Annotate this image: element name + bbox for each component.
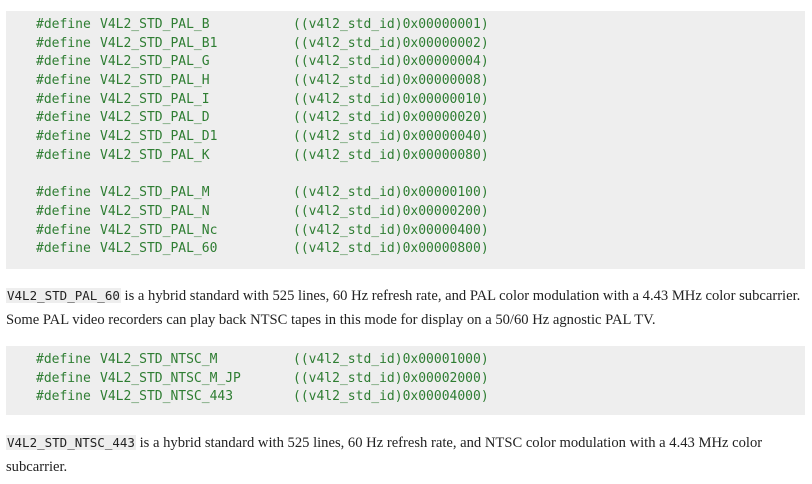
macro-name: V4L2_STD_NTSC_M_JP: [100, 370, 241, 386]
inline-code-pal-60: V4L2_STD_PAL_60: [6, 288, 121, 303]
pal-60-description: V4L2_STD_PAL_60 is a hybrid standard wit…: [6, 284, 806, 332]
define-keyword: #define: [36, 389, 91, 405]
define-keyword: #define: [36, 203, 91, 219]
define-keyword: #define: [36, 35, 91, 51]
macro-name: V4L2_STD_NTSC_443: [100, 389, 234, 405]
code-line: #define V4L2_STD_PAL_D1 ((v4l2_std_id)0x00…: [6, 128, 805, 147]
macro-value: ((v4l2_std_id)0x00000100): [293, 185, 489, 201]
pal-60-description-text: is a hybrid standard with 525 lines, 60 …: [6, 288, 801, 328]
code-line: #define V4L2_STD_PAL_N ((v4l2_std_id)0x000…: [6, 203, 805, 222]
macro-value: ((v4l2_std_id)0x00000400): [293, 222, 489, 238]
code-line: #define V4L2_STD_NTSC_443 ((v4l2_std_id)0x…: [6, 388, 805, 407]
macro-value: ((v4l2_std_id)0x00000002): [293, 35, 489, 51]
macro-name: V4L2_STD_PAL_D1: [100, 129, 218, 145]
define-keyword: #define: [36, 17, 91, 32]
define-keyword: #define: [36, 185, 91, 201]
code-line: #define V4L2_STD_PAL_I ((v4l2_std_id)0x000…: [6, 91, 805, 110]
code-block-pal: #define V4L2_STD_PAL_B ((v4l2_std_id)0x000…: [6, 11, 805, 269]
code-line: #define V4L2_STD_PAL_B ((v4l2_std_id)0x000…: [6, 16, 805, 35]
macro-name: V4L2_STD_PAL_B: [100, 17, 210, 32]
macro-value: ((v4l2_std_id)0x00000040): [293, 129, 489, 145]
macro-name: V4L2_STD_NTSC_M: [100, 352, 218, 367]
code-block-ntsc: #define V4L2_STD_NTSC_M ((v4l2_std_id)0x00…: [6, 346, 805, 415]
macro-value: ((v4l2_std_id)0x00000008): [293, 73, 489, 89]
macro-name: V4L2_STD_PAL_B1: [100, 35, 218, 51]
macro-value: ((v4l2_std_id)0x00004000): [293, 389, 489, 405]
define-keyword: #define: [36, 352, 91, 367]
code-line: #define V4L2_STD_NTSC_M_JP ((v4l2_std_id)0…: [6, 370, 805, 389]
macro-name: V4L2_STD_PAL_I: [100, 91, 210, 107]
code-line: #define V4L2_STD_NTSC_M ((v4l2_std_id)0x00…: [6, 351, 805, 370]
define-keyword: #define: [36, 73, 91, 89]
macro-name: V4L2_STD_PAL_Nc: [100, 222, 218, 238]
define-keyword: #define: [36, 147, 91, 163]
macro-value: ((v4l2_std_id)0x00000080): [293, 147, 489, 163]
define-keyword: #define: [36, 241, 91, 257]
macro-name: V4L2_STD_PAL_M: [100, 185, 210, 201]
define-keyword: #define: [36, 222, 91, 238]
define-keyword: #define: [36, 54, 91, 70]
code-line: #define V4L2_STD_PAL_D ((v4l2_std_id)0x000…: [6, 109, 805, 128]
define-keyword: #define: [36, 110, 91, 126]
define-keyword: #define: [36, 129, 91, 145]
macro-value: ((v4l2_std_id)0x00000200): [293, 203, 489, 219]
macro-value: ((v4l2_std_id)0x00000020): [293, 110, 489, 126]
macro-name: V4L2_STD_PAL_G: [100, 54, 210, 70]
macro-name: V4L2_STD_PAL_N: [100, 203, 210, 219]
macro-value: ((v4l2_std_id)0x00000010): [293, 91, 489, 107]
macro-value: ((v4l2_std_id)0x00001000): [293, 352, 489, 367]
code-line: #define V4L2_STD_PAL_B1 ((v4l2_std_id)0x00…: [6, 35, 805, 54]
code-line: #define V4L2_STD_PAL_K ((v4l2_std_id)0x000…: [6, 147, 805, 166]
macro-value: ((v4l2_std_id)0x00002000): [293, 370, 489, 386]
code-line: #define V4L2_STD_PAL_G ((v4l2_std_id)0x000…: [6, 53, 805, 72]
define-keyword: #define: [36, 91, 91, 107]
code-line: #define V4L2_STD_PAL_H ((v4l2_std_id)0x000…: [6, 72, 805, 91]
inline-code-ntsc-443: V4L2_STD_NTSC_443: [6, 435, 136, 450]
macro-name: V4L2_STD_PAL_D: [100, 110, 210, 126]
code-line: #define V4L2_STD_PAL_Nc ((v4l2_std_id)0x00…: [6, 222, 805, 241]
macro-name: V4L2_STD_PAL_60: [100, 241, 218, 257]
ntsc-443-description: V4L2_STD_NTSC_443 is a hybrid standard w…: [6, 431, 806, 479]
code-line: #define V4L2_STD_PAL_M ((v4l2_std_id)0x000…: [6, 184, 805, 203]
macro-value: ((v4l2_std_id)0x00000004): [293, 54, 489, 70]
code-line: #define V4L2_STD_PAL_60 ((v4l2_std_id)0x00…: [6, 240, 805, 259]
define-keyword: #define: [36, 370, 91, 386]
macro-value: ((v4l2_std_id)0x00000001): [293, 17, 489, 32]
macro-name: V4L2_STD_PAL_K: [100, 147, 210, 163]
macro-value: ((v4l2_std_id)0x00000800): [293, 241, 489, 257]
ntsc-443-description-text: is a hybrid standard with 525 lines, 60 …: [6, 435, 763, 475]
blank-line: [6, 166, 805, 185]
macro-name: V4L2_STD_PAL_H: [100, 73, 210, 89]
